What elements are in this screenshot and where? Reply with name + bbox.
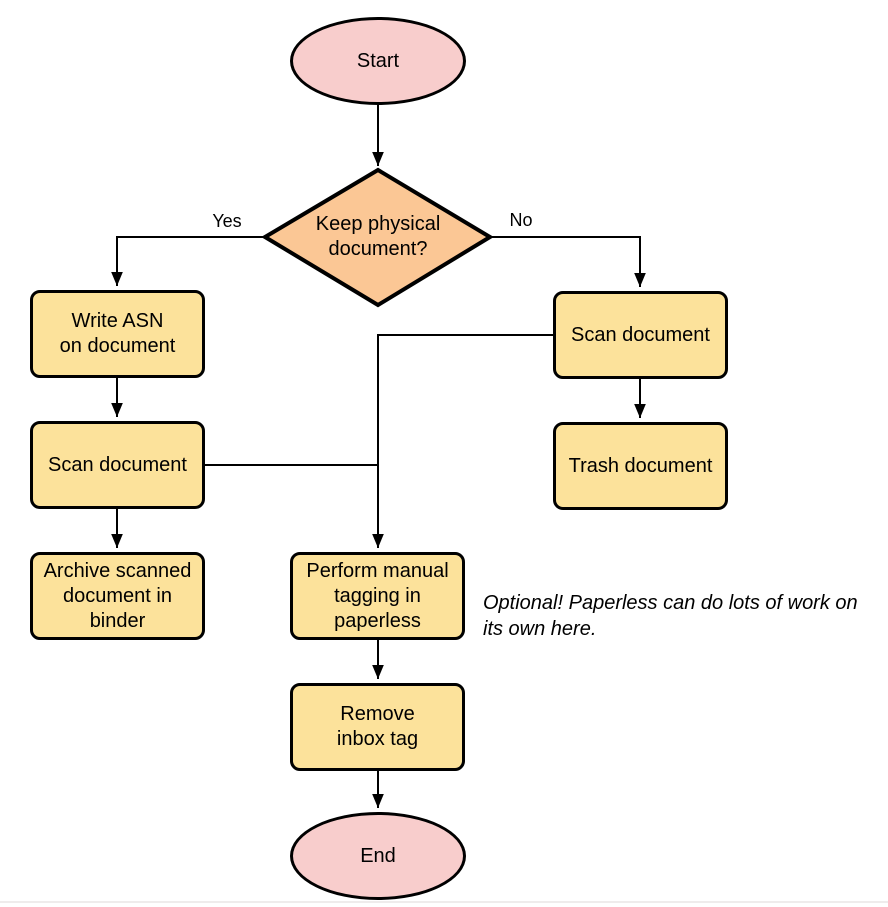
start-node: Start xyxy=(290,17,466,105)
scan-document-right-node: Scan document xyxy=(553,291,728,379)
no-edge-label: No xyxy=(509,210,533,230)
archive-document-node: Archive scanned document in binder xyxy=(30,552,205,640)
end-node: End xyxy=(290,812,466,900)
remove-inbox-tag-node: Remove inbox tag xyxy=(290,683,465,771)
decision-diamond-shape xyxy=(261,167,494,308)
optional-note-text: Optional! Paperless can do lots of work … xyxy=(483,592,858,641)
decision-node-label: Keep physical document? xyxy=(315,213,441,260)
write-asn-node: Write ASN on document xyxy=(30,290,205,378)
trash-document-node: Trash document xyxy=(553,422,728,510)
manual-tagging-node: Perform manual tagging in paperless xyxy=(290,552,465,640)
yes-edge-label: Yes xyxy=(212,211,242,231)
edge-scan-right-to-tagging xyxy=(372,334,553,548)
scan-document-left-node: Scan document xyxy=(30,421,205,509)
page-bottom-divider xyxy=(0,901,888,903)
edge-decision-no-to-scan-right xyxy=(490,236,646,287)
edge-decision-yes-to-write-asn xyxy=(111,236,265,286)
